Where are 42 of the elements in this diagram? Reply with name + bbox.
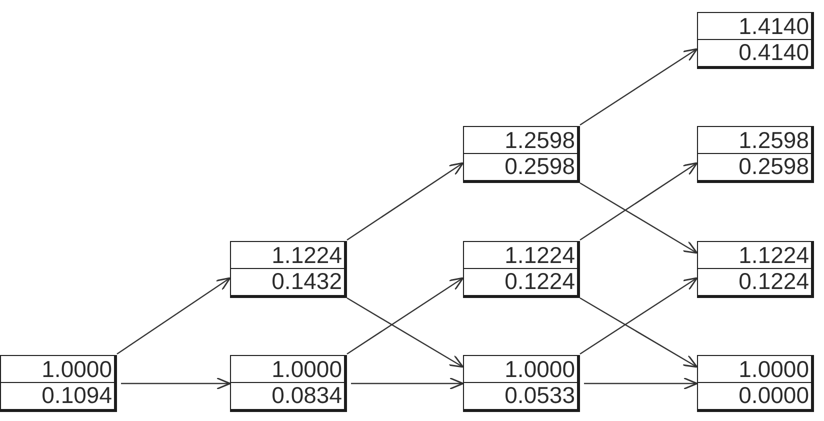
arrow [580,182,698,254]
node-value: 1.1224 [504,244,575,267]
node-value: 1.0000 [42,358,112,381]
value-table [697,241,814,298]
node-value: 0.0533 [504,384,575,408]
node-value: 0.1432 [272,270,342,294]
arrow [121,377,231,390]
value-table [463,355,580,412]
node-value: 1.4140 [738,14,809,38]
value-table [463,241,580,298]
arrow [346,277,464,355]
arrow [351,377,464,390]
node-value: 1.0000 [272,358,342,381]
value-table [230,355,347,412]
arrow [116,277,231,355]
node-value: 1.1224 [272,244,342,267]
node-value: 1.0000 [504,358,575,381]
node-value: 0.4140 [738,41,809,64]
arrow [580,162,698,241]
node-value: 1.0000 [738,358,809,381]
arrow [580,297,698,368]
value-table [697,12,814,69]
arrow [346,297,464,368]
node-value: 0.0000 [738,384,809,408]
value-table [697,126,814,183]
arrow [584,377,698,390]
value-table [463,126,580,183]
node-value: 0.1224 [738,270,809,294]
value-table [697,355,814,412]
node-value: 1.1224 [738,244,809,267]
node-value: 0.2598 [738,155,809,178]
node-value: 0.1094 [42,384,112,408]
arrow [580,277,698,355]
value-table [0,355,117,412]
node-value: 0.2598 [504,155,575,178]
node-value: 1.2598 [738,128,809,152]
node-value: 1.2598 [504,128,575,152]
node-value: 0.0834 [272,384,342,408]
arrow [580,48,698,126]
node-value: 0.1224 [504,270,575,294]
value-table [230,241,347,298]
arrow [346,162,464,241]
